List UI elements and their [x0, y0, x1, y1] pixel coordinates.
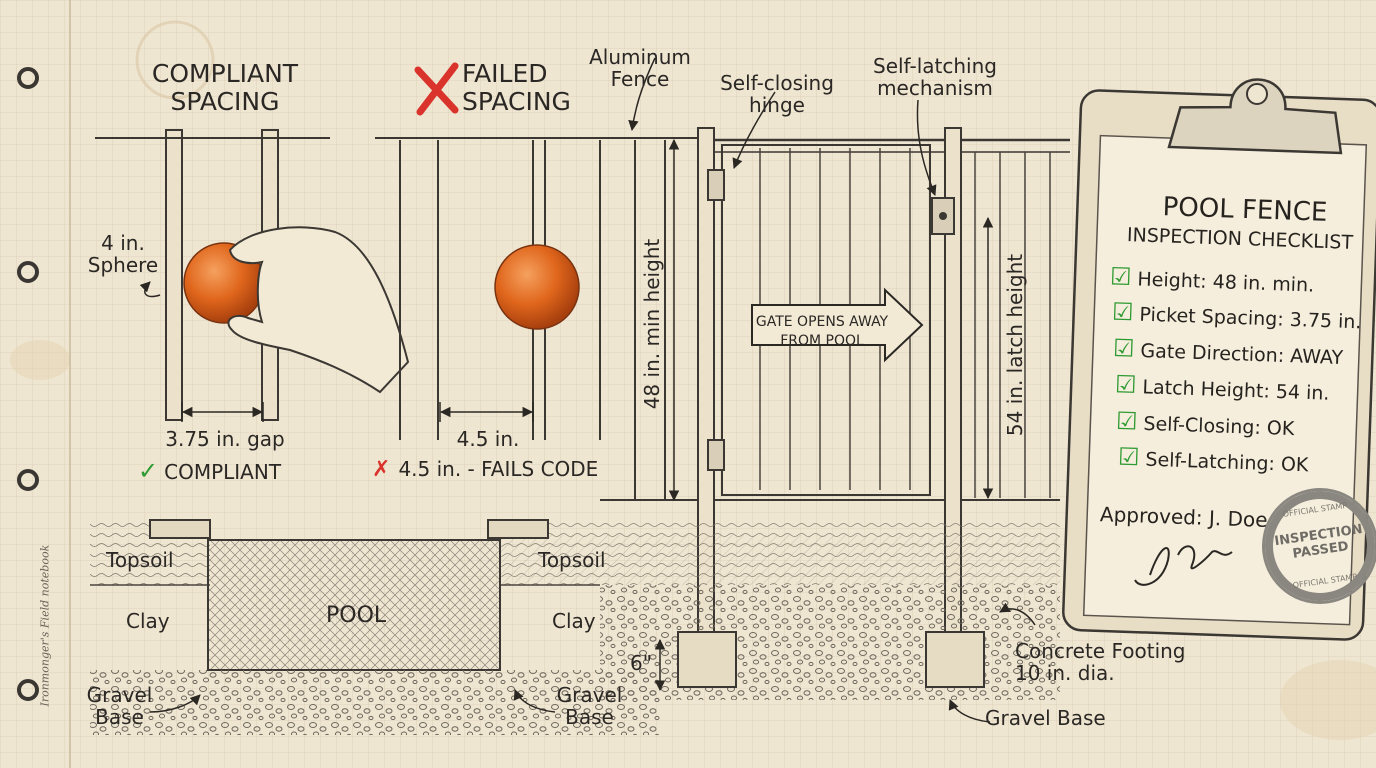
gate-line1: GATE OPENS AWAY [755, 314, 889, 330]
footing-label: Concrete Footing 10 in. dia. [1015, 640, 1186, 684]
compliant-status-text: COMPLIANT [164, 460, 282, 484]
failed-title: FAILED SPACING [462, 60, 582, 116]
checkbox-check-icon: ☑ [1114, 370, 1137, 399]
gravel-mid-line2: Base [565, 705, 614, 729]
pool-basin [207, 539, 501, 671]
checkbox-check-icon: ☑ [1112, 333, 1136, 363]
hinge-label-line2: hinge [749, 93, 805, 117]
min-height-label: 48 in. min height [640, 238, 664, 410]
failed-title-line1: FAILED [462, 59, 548, 88]
clipboard [1062, 78, 1376, 641]
gravel-mid-label: Gravel Base [552, 684, 627, 728]
gravel-left-line2: Base [95, 705, 144, 729]
checkbox-check-icon: ☑ [1111, 297, 1134, 327]
checkbox-check-icon: ☑ [1115, 406, 1139, 436]
notebook-margin-note: Ironmonger's Field notebook [38, 544, 52, 707]
latch-label-line1: Self-latching [873, 54, 997, 78]
latch-label-line2: mechanism [877, 76, 993, 100]
concrete-footing [925, 631, 985, 688]
gravel-left-label: Gravel Base [82, 684, 157, 728]
gate-line2: FROM POOL [780, 332, 864, 349]
footing-line2: 10 in. dia. [1015, 661, 1115, 685]
footing-depth-label: 6" [630, 651, 652, 675]
checklist-item-text: Self-Closing: OK [1143, 412, 1295, 441]
compliant-title-line1: COMPLIANT [151, 59, 299, 88]
fence-material-line2: Fence [610, 67, 670, 91]
gate-frame [721, 144, 931, 496]
failed-gap-label: 4.5 in. [456, 427, 520, 451]
compliant-title-line2: SPACING [170, 87, 280, 116]
failed-status-text: 4.5 in. - FAILS CODE [398, 457, 599, 481]
stamp-main-text: INSPECTION PASSED [1273, 522, 1364, 562]
hinge-label: Self-closing hinge [712, 72, 842, 116]
compliant-status: ✓COMPLIANT [138, 458, 281, 484]
footing-line1: Concrete Footing [1015, 639, 1186, 663]
latch-height-label: 54 in. latch height [1003, 253, 1027, 437]
gravel-right-label: Gravel Base [985, 706, 1106, 730]
hinge-label-line1: Self-closing [720, 71, 834, 95]
cross-icon: ✗ [372, 457, 391, 482]
checkbox-check-icon: ☑ [1117, 442, 1140, 472]
sphere-size: 4 in. [101, 231, 145, 255]
sphere-word: Sphere [87, 253, 159, 277]
gate-direction-arrow [751, 287, 924, 363]
failed-status: ✗ 4.5 in. - FAILS CODE [372, 457, 599, 482]
checkbox-check-icon: ☑ [1109, 262, 1133, 292]
failed-cross-icon [414, 62, 459, 116]
fence-material-label: Aluminum Fence [585, 46, 695, 90]
clay-right-label: Clay [552, 609, 596, 633]
gate-direction-label: GATE OPENS AWAY FROM POOL [752, 313, 892, 351]
checklist-item-text: Self-Latching: OK [1144, 448, 1309, 477]
gravel-mid-line1: Gravel [556, 683, 623, 707]
hinge-icon [707, 439, 725, 471]
latch-label: Self-latching mechanism [860, 55, 1010, 99]
compliant-title: COMPLIANT SPACING [150, 60, 300, 116]
hinge-icon [707, 169, 725, 201]
clipboard-clip [1167, 78, 1343, 155]
fence-material-line1: Aluminum [589, 45, 691, 69]
signature [1134, 545, 1233, 586]
topsoil-left-label: Topsoil [106, 548, 174, 572]
hand-drawing [227, 226, 410, 394]
pool-label: POOL [326, 603, 387, 628]
binder-rings [17, 67, 39, 701]
failed-title-line2: SPACING [462, 87, 571, 116]
compliant-gap-label: 3.75 in. gap [165, 427, 285, 451]
failed-sphere [494, 244, 580, 330]
sphere-label: 4 in. Sphere [78, 232, 168, 276]
concrete-footing [677, 631, 737, 688]
gravel-left-line1: Gravel [86, 683, 153, 707]
checklist-item-text: Height: 48 in. min. [1137, 268, 1315, 297]
clay-left-label: Clay [126, 609, 170, 633]
topsoil-right-label: Topsoil [538, 548, 606, 572]
check-icon: ✓ [138, 457, 159, 485]
